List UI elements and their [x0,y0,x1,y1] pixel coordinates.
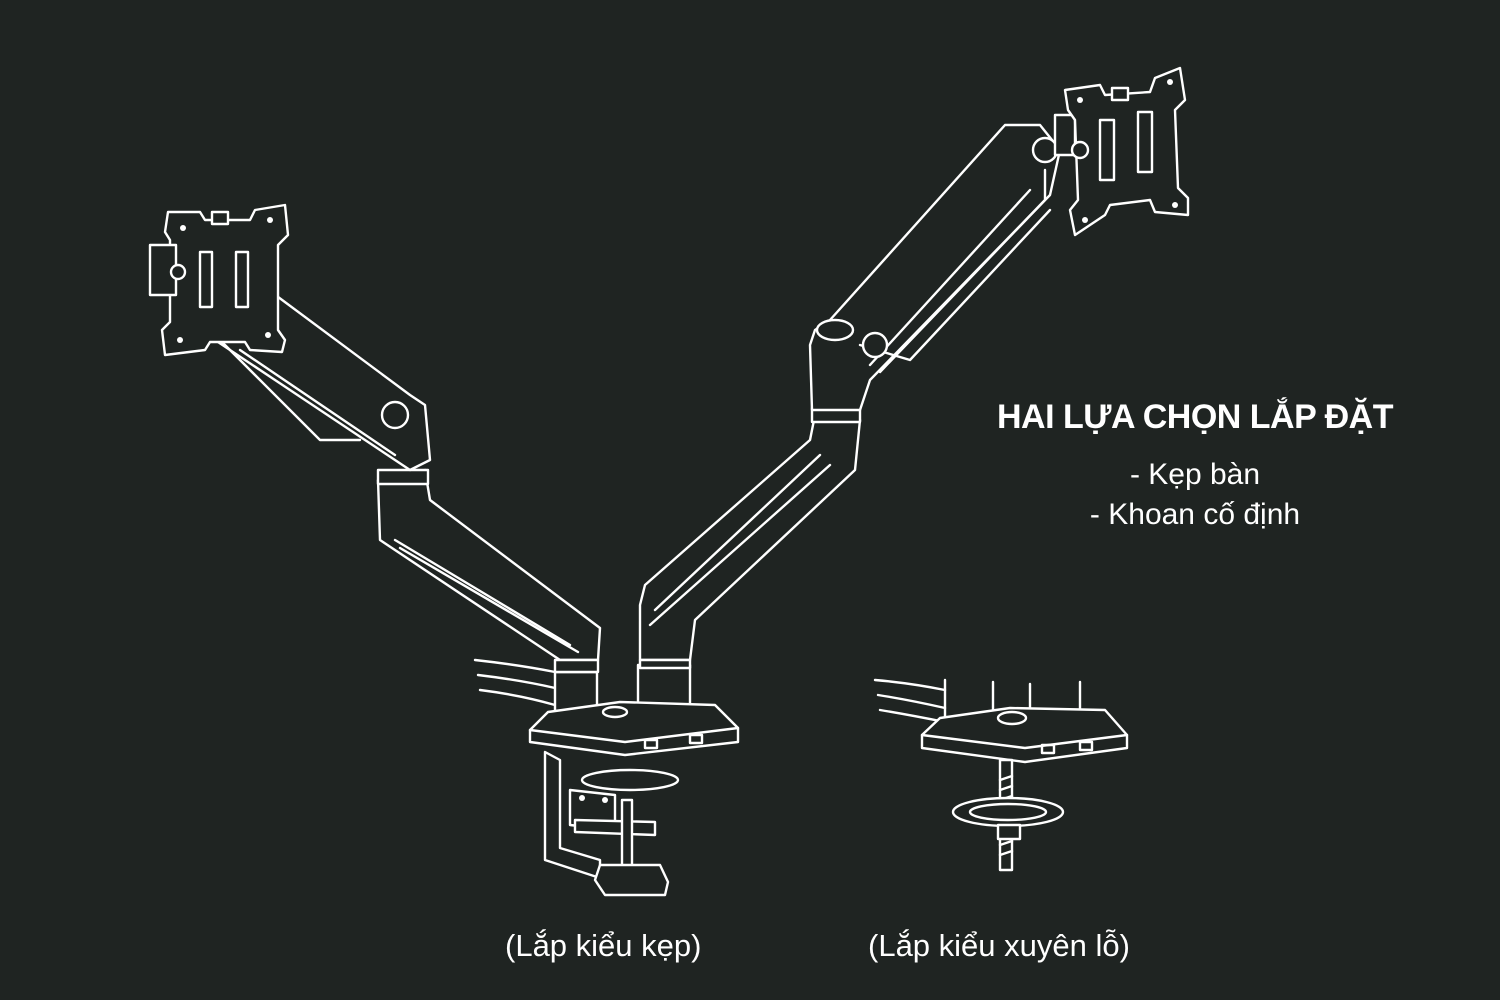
option-grommet: - Khoan cố định [1089,498,1301,531]
caption-clamp-mount: (Lắp kiểu kẹp) [505,928,702,963]
grommet-base [873,678,1129,872]
right-lower-arm [638,406,862,662]
arm-columns [553,658,692,674]
clamp-base [473,658,740,897]
right-upper-arm [808,113,1077,412]
left-vesa-plate [148,203,290,357]
left-lower-arm [376,468,602,662]
right-vesa-plate [1063,66,1190,237]
caption-grommet-mount: (Lắp kiểu xuyên lỗ) [868,928,1130,963]
option-desk-clamp: - Kẹp bàn [1129,458,1261,491]
mounting-options-heading: HAI LỰA CHỌN LẮP ĐẶT [997,398,1393,436]
